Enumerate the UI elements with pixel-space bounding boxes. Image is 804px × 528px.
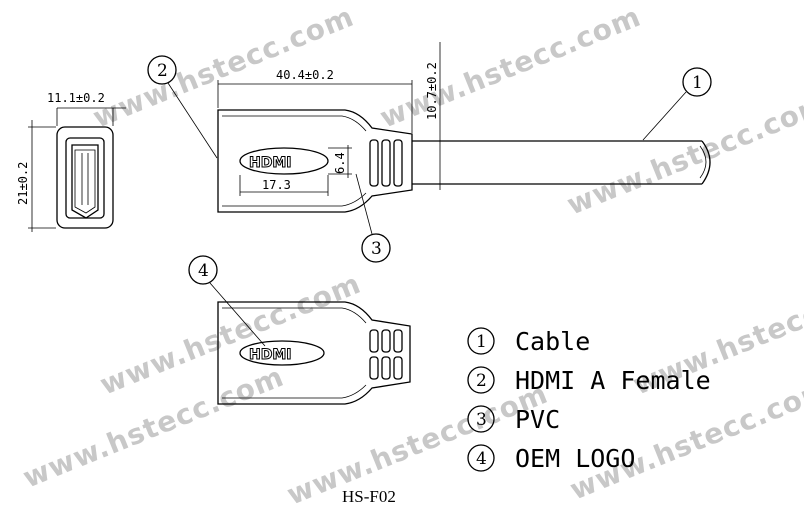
- watermark: www.hstecc.com: [282, 377, 552, 512]
- legend-num: 1: [476, 332, 487, 352]
- logo-view: HDMI: [217, 301, 411, 405]
- dim-front-height: 21±0.2: [16, 162, 30, 205]
- dim-overall-length: 40.4±0.2: [276, 68, 334, 82]
- dim-front-width: 11.1±0.2: [47, 91, 105, 105]
- logo-text: HDMI: [249, 347, 291, 363]
- callout-3-label: 3: [371, 239, 382, 259]
- callouts: 2 1 3 4: [147, 55, 712, 347]
- legend-num: 4: [476, 449, 487, 469]
- callout-4-label: 4: [198, 261, 209, 281]
- watermark: www.hstecc.com: [562, 87, 804, 222]
- side-view: HDMI 40.4±0.2 10.7±0.2 6.4 17.3: [217, 42, 711, 213]
- legend-num: 2: [476, 371, 487, 391]
- callout-2-label: 2: [157, 61, 168, 81]
- dim-body-height: 10.7±0.2: [425, 62, 439, 120]
- legend-label: OEM LOGO: [515, 444, 635, 473]
- watermark: www.hstecc.com: [375, 0, 645, 134]
- dim-logo-length: 17.3: [262, 178, 291, 192]
- legend-num: 3: [476, 410, 487, 430]
- callout-1-label: 1: [692, 73, 703, 93]
- legend-label: HDMI A Female: [515, 366, 711, 395]
- front-view: 11.1±0.2 21±0.2: [16, 91, 126, 232]
- legend-label: PVC: [515, 405, 560, 434]
- model-number: HS-F02: [342, 487, 396, 506]
- logo-text: HDMI: [249, 155, 291, 171]
- watermarks: www.hstecc.com www.hstecc.com www.hstecc…: [18, 0, 804, 511]
- dim-logo-height: 6.4: [333, 152, 347, 174]
- legend-label: Cable: [515, 327, 590, 356]
- legend: 1 Cable 2 HDMI A Female 3 PVC 4 OEM LOGO: [467, 327, 711, 473]
